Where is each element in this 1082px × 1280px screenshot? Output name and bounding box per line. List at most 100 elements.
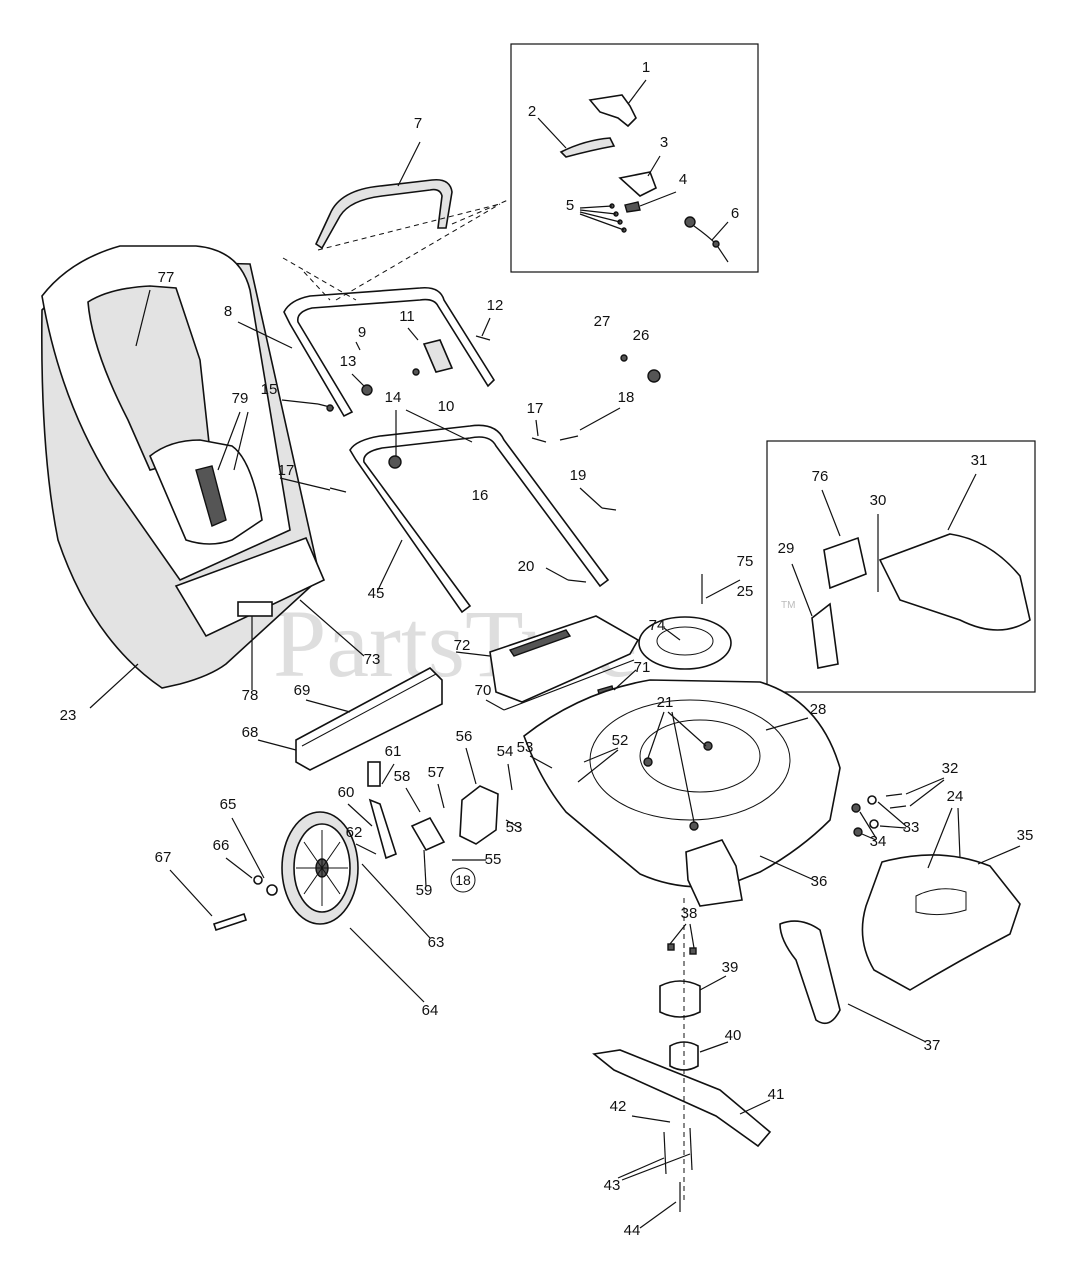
- part-1-bracket: [588, 94, 637, 128]
- part-60-lever: [368, 798, 397, 860]
- part-78-label: [237, 601, 273, 617]
- part-73-bag-frame: [174, 536, 326, 638]
- callout-15: 15: [261, 381, 278, 398]
- callout-45: 45: [368, 585, 385, 602]
- callout-14: 14: [385, 389, 402, 406]
- part-70-hinge-rod: [503, 659, 635, 711]
- callout-21: 21: [657, 694, 674, 711]
- callout-27: 27: [594, 313, 611, 330]
- part-10-nut: [412, 368, 420, 376]
- part-72-rear-door: [489, 615, 640, 703]
- callout-61: 61: [385, 743, 402, 760]
- inset-box-side-discharge: [766, 440, 1036, 693]
- part-2-control-lever: [559, 137, 616, 158]
- callout-1: 1: [642, 59, 650, 76]
- callout-58: 58: [394, 768, 411, 785]
- callout-66: 66: [213, 837, 230, 854]
- callout-12: 12: [487, 297, 504, 314]
- part-12-screw: [475, 335, 491, 341]
- callout-13: 13: [340, 353, 357, 370]
- part-56-height-adjuster: [459, 785, 499, 845]
- callout-44: 44: [624, 1222, 641, 1239]
- callout-57: 57: [428, 764, 445, 781]
- inset-box-handle-controls: [510, 43, 759, 273]
- part-32-bolts: [885, 793, 907, 809]
- callout-59: 59: [416, 882, 433, 899]
- part-31-discharge-door: [878, 533, 1031, 631]
- part-25-housing: [638, 616, 732, 670]
- callout-32: 32: [942, 760, 959, 777]
- circled-callout-18: 18: [455, 872, 471, 888]
- part-39-pulley: [659, 980, 701, 1018]
- callout-2: 2: [528, 103, 536, 120]
- callout-26: 26: [633, 327, 650, 344]
- callout-72: 72: [454, 637, 471, 654]
- part-33-washers: [867, 795, 879, 829]
- callout-37: 37: [924, 1037, 941, 1054]
- callout-69: 69: [294, 682, 311, 699]
- callout-34: 34: [870, 833, 887, 850]
- part-20-bolt: [567, 579, 587, 583]
- callout-38: 38: [681, 905, 698, 922]
- callout-64: 64: [422, 1002, 439, 1019]
- part-14-knob: [388, 455, 402, 469]
- part-28-deck: [523, 679, 841, 888]
- part-29-bracket: [811, 602, 839, 669]
- watermark-trademark: TM: [781, 600, 795, 611]
- callout-8: 8: [224, 303, 232, 320]
- leader-lines: [89, 79, 1021, 1229]
- callout-74: 74: [649, 617, 666, 634]
- part-26-nut: [647, 369, 661, 383]
- callout-67: 67: [155, 849, 172, 866]
- callout-65: 65: [220, 796, 237, 813]
- callout-19: 19: [570, 467, 587, 484]
- part-16-lower-handle: [349, 424, 610, 614]
- callout-52: 52: [612, 732, 629, 749]
- part-76-label: [823, 536, 867, 590]
- callout-10: 10: [438, 398, 455, 415]
- callout-77: 77: [158, 269, 175, 286]
- part-17-bolt: [329, 437, 547, 493]
- callout-53: 53: [506, 819, 523, 836]
- callout-70: 70: [475, 682, 492, 699]
- callout-71: 71: [634, 659, 651, 676]
- callout-68: 68: [242, 724, 259, 741]
- callout-7: 7: [414, 115, 422, 132]
- callout-75: 75: [737, 553, 754, 570]
- part-34-nuts: [851, 803, 863, 837]
- callout-9: 9: [358, 324, 366, 341]
- callout-41: 41: [768, 1086, 785, 1103]
- part-13-knob: [361, 384, 373, 396]
- callout-4: 4: [679, 171, 687, 188]
- callout-28: 28: [810, 701, 827, 718]
- callout-35: 35: [1017, 827, 1034, 844]
- part-7-control-bail: [314, 178, 453, 250]
- part-61-knob: [367, 761, 381, 787]
- callout-76: 76: [812, 468, 829, 485]
- callout-53: 53: [517, 739, 534, 756]
- part-11-clamp: [422, 339, 454, 373]
- part-59-bracket: [410, 816, 446, 852]
- callout-79: 79: [232, 390, 249, 407]
- part-27-washer: [620, 354, 628, 362]
- callout-56: 56: [456, 728, 473, 745]
- part-37-belt: [779, 920, 841, 1025]
- part-36-deck-bracket: [685, 839, 743, 907]
- part-79-handle-grip: [149, 439, 263, 545]
- part-69-rear-flap: [295, 667, 443, 771]
- part-38-nuts: [667, 943, 697, 955]
- callout-16: 16: [472, 487, 489, 504]
- callout-20: 20: [518, 558, 535, 575]
- callout-55: 55: [485, 851, 502, 868]
- callout-23: 23: [60, 707, 77, 724]
- circled-callout-ring: [450, 867, 476, 893]
- callout-36: 36: [811, 873, 828, 890]
- part-4-clip: [624, 201, 641, 213]
- callout-6: 6: [731, 205, 739, 222]
- callout-31: 31: [971, 452, 988, 469]
- part-41-blade: [592, 1049, 772, 1148]
- callout-25: 25: [737, 583, 754, 600]
- part-67-bolt: [212, 912, 248, 932]
